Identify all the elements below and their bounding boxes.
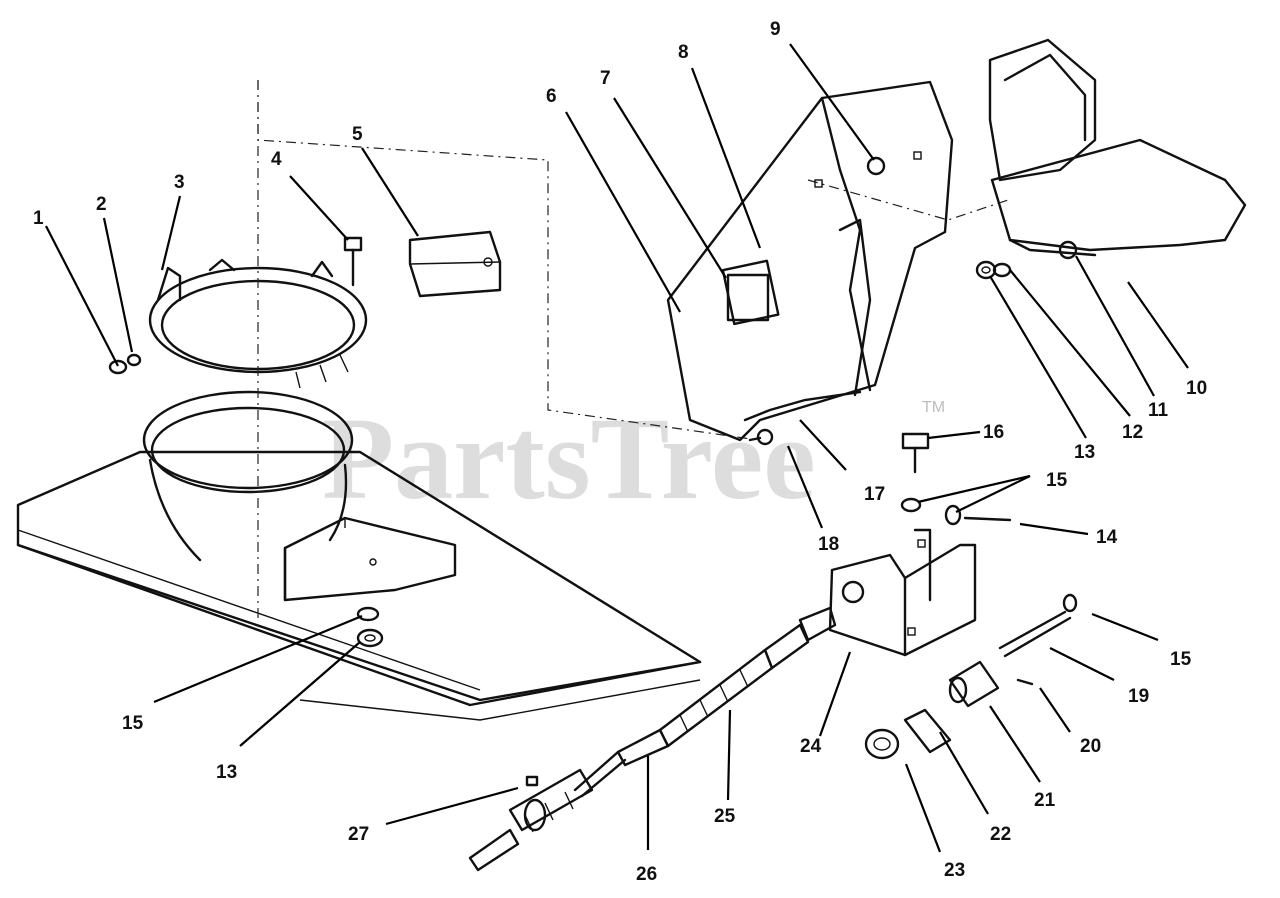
callout-26: 26 — [636, 864, 657, 885]
callout-5: 5 — [352, 124, 363, 145]
callout-14: 14 — [1096, 527, 1118, 548]
bolt-16 — [901, 432, 930, 474]
callout-22: 22 — [990, 824, 1011, 845]
washer-15-c — [1062, 593, 1078, 613]
callout-6: 6 — [546, 86, 557, 107]
watermark-logo: PartsTree — [322, 393, 816, 524]
bushing-22 — [903, 708, 952, 754]
callout-4: 4 — [271, 149, 282, 170]
base-plate — [16, 450, 702, 721]
callout-24: 24 — [800, 736, 822, 757]
callout-labels: 1 2 3 4 5 6 7 8 9 10 11 12 13 13 14 15 1… — [33, 19, 1207, 885]
washer-15-b — [944, 504, 962, 526]
inner-cable-26 — [573, 750, 627, 798]
chute-deflector — [988, 38, 1247, 260]
callout-23: 23 — [944, 860, 965, 881]
callout-11: 11 — [1148, 400, 1169, 421]
washer-15-a — [900, 497, 922, 513]
callout-2: 2 — [96, 194, 107, 215]
washer-12 — [992, 262, 1012, 278]
nut-1 — [108, 359, 128, 375]
cable-end-27 — [468, 768, 594, 872]
callout-10: 10 — [1186, 378, 1207, 399]
nut-23 — [864, 728, 900, 760]
cable-housing-25 — [616, 606, 837, 767]
callout-1: 1 — [33, 208, 44, 229]
screw-18 — [748, 428, 774, 446]
callout-19: 19 — [1128, 686, 1149, 707]
washer-left-15 — [356, 606, 380, 622]
pin-20 — [1016, 678, 1034, 686]
alignment-line-right — [807, 179, 1009, 221]
callout-27: 27 — [348, 824, 369, 845]
callout-7: 7 — [600, 68, 611, 89]
callout-13-left: 13 — [216, 762, 237, 783]
callout-13-right: 13 — [1074, 442, 1095, 463]
clamp-block-5 — [408, 230, 502, 298]
callout-20: 20 — [1080, 736, 1101, 757]
leader-lines — [45, 43, 1189, 853]
callout-15-top: 15 — [1046, 470, 1068, 491]
shaft-19 — [998, 610, 1072, 658]
chute-base-ring — [142, 390, 354, 562]
bolt-4 — [343, 236, 363, 287]
callout-9: 9 — [770, 19, 781, 40]
callout-18: 18 — [818, 534, 839, 555]
callout-17: 17 — [864, 484, 885, 505]
callout-25: 25 — [714, 806, 736, 827]
watermark-trademark: TM — [922, 399, 945, 416]
callout-3: 3 — [174, 172, 185, 193]
label-plate-7 — [726, 273, 770, 322]
nut-left-13 — [356, 628, 384, 648]
cotter-pin-14 — [963, 516, 1012, 522]
discharge-chute — [666, 80, 954, 442]
callout-16: 16 — [983, 422, 1004, 443]
callout-8: 8 — [678, 42, 689, 63]
nut-13-right — [975, 260, 997, 280]
mounting-bracket-lower — [283, 516, 457, 602]
callout-15-left: 15 — [122, 713, 144, 734]
callout-15-right: 15 — [1170, 649, 1192, 670]
cable-bracket-24 — [828, 528, 977, 657]
coupler-21 — [948, 660, 1000, 708]
callout-12: 12 — [1122, 422, 1143, 443]
callout-21: 21 — [1034, 790, 1056, 811]
washer-2 — [126, 353, 142, 367]
